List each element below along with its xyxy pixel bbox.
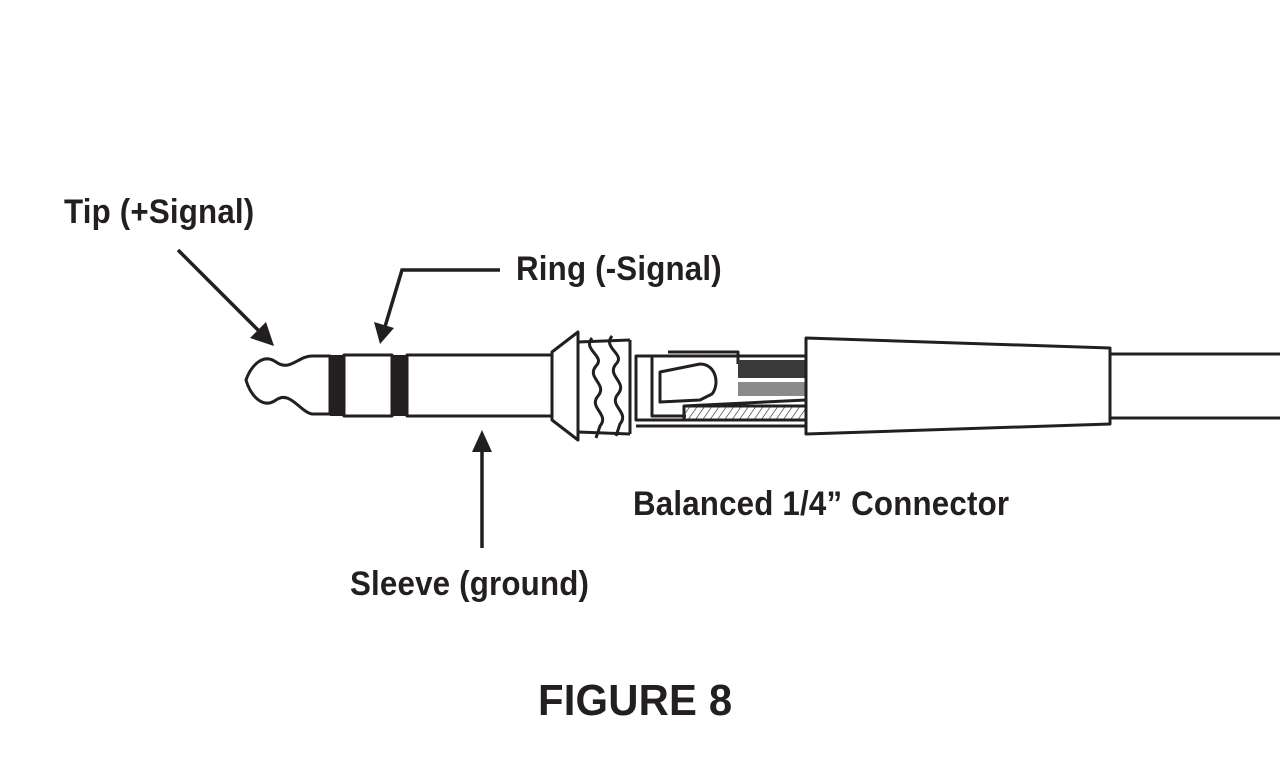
leader-lines	[176, 248, 500, 548]
flange	[550, 330, 580, 442]
insulator-band-2	[392, 355, 407, 416]
wire-dark	[738, 360, 806, 378]
cable	[1110, 352, 1280, 420]
thread	[577, 335, 632, 439]
ring-arrow	[374, 268, 500, 344]
connector-handle	[804, 336, 1112, 436]
figure-title: FIGURE 8	[538, 676, 733, 725]
tip-contact	[244, 354, 332, 416]
tip-arrow	[176, 248, 274, 346]
sleeve-contact	[405, 353, 554, 418]
connector-plug	[244, 330, 1280, 442]
insulator-band-1	[330, 355, 344, 416]
connector-caption: Balanced 1/4” Connector	[633, 485, 1010, 523]
sleeve-label: Sleeve (ground)	[350, 565, 590, 603]
sleeve-arrow	[472, 430, 492, 548]
wire-mid	[738, 382, 806, 396]
tip-label: Tip (+Signal)	[64, 193, 255, 231]
ring-label: Ring (-Signal)	[516, 250, 722, 288]
ring-contact	[342, 353, 394, 418]
solder-cup-area	[634, 350, 808, 428]
